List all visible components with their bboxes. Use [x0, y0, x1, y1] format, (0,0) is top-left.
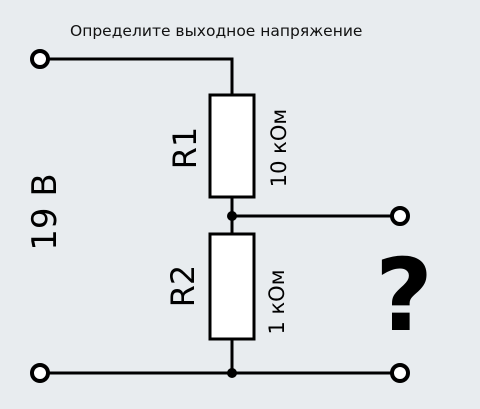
terminal-output-bottom [390, 363, 410, 383]
problem-title: Определите выходное напряжение [70, 22, 362, 40]
terminal-output-top [390, 206, 410, 226]
question-mark: ? [375, 237, 433, 354]
r1-name-label: R1 [166, 127, 204, 170]
resistor-r1 [208, 93, 256, 199]
wires [38, 57, 402, 375]
source-voltage-label: 19 В [25, 173, 65, 250]
junction-dot-mid [227, 211, 237, 221]
r2-value-label: 1 кОм [265, 269, 289, 334]
wire-top [38, 57, 234, 97]
terminal-input-top [30, 49, 50, 69]
terminal-input-bottom [30, 363, 50, 383]
r2-name-label: R2 [164, 265, 202, 308]
r1-value-label: 10 кОм [267, 109, 291, 187]
resistor-r2 [208, 232, 256, 341]
terminals [30, 49, 410, 383]
junction-dot-bottom [227, 368, 237, 378]
